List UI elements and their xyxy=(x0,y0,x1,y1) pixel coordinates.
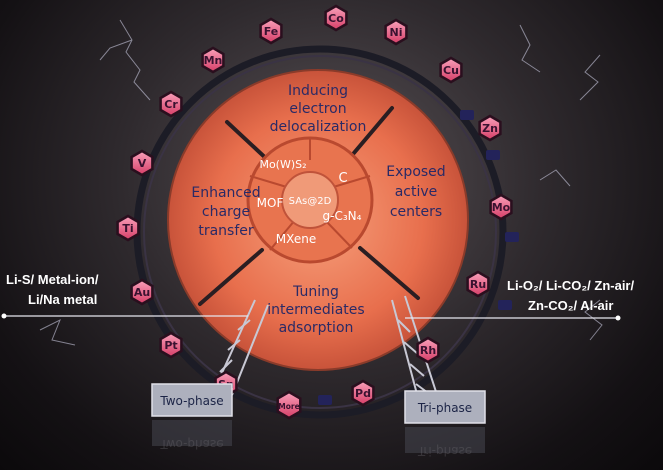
element-label: Pd xyxy=(355,387,371,400)
svg-text:Two-phase: Two-phase xyxy=(159,437,223,451)
element-hex-cu: Cu xyxy=(439,56,463,84)
svg-text:transfer: transfer xyxy=(198,223,254,239)
svg-text:intermediates: intermediates xyxy=(267,302,364,318)
element-label: Mo xyxy=(492,201,511,214)
element-label: V xyxy=(138,157,147,170)
element-hex-v: V xyxy=(130,149,154,177)
svg-text:Exposed: Exposed xyxy=(386,164,445,180)
element-hex-ti: Ti xyxy=(116,214,140,242)
element-hex-fe: Fe xyxy=(259,17,283,45)
hexagon-shape xyxy=(416,336,440,364)
element-hex-mo: Mo xyxy=(489,193,513,221)
element-hex-more: More xyxy=(276,390,302,420)
left-annotation: Li-S/ Metal-ion/ Li/Na metal xyxy=(1,272,248,319)
element-label: Co xyxy=(328,12,344,25)
element-label: Cu xyxy=(443,64,459,77)
inner-label-gc3n4: g-C₃N₄ xyxy=(323,209,362,223)
svg-text:Zn-CO₂/ Al-air: Zn-CO₂/ Al-air xyxy=(528,298,613,313)
right-annotation: Li-O₂/ Li-CO₂/ Zn-air/ Zn-CO₂/ Al-air xyxy=(405,278,634,321)
svg-text:Inducing: Inducing xyxy=(288,83,348,99)
svg-text:Tuning: Tuning xyxy=(292,284,339,300)
outer-ring-inner xyxy=(143,55,497,409)
center-circle xyxy=(281,171,339,229)
svg-text:Two-phase: Two-phase xyxy=(159,394,223,408)
inner-label-mxene: MXene xyxy=(276,232,316,246)
svg-text:delocalization: delocalization xyxy=(270,119,367,135)
element-hex-zn: Zn xyxy=(478,114,502,142)
element-label: Fe xyxy=(264,25,279,38)
element-label: Zn xyxy=(482,122,498,135)
element-hex-rh: Rh xyxy=(416,336,440,364)
hexagon-shape xyxy=(466,270,490,298)
element-hex-pd: Pd xyxy=(351,379,375,407)
gondolas xyxy=(318,110,519,405)
element-label: Rh xyxy=(420,344,436,357)
svg-text:adsorption: adsorption xyxy=(279,320,354,336)
element-hex-co: Co xyxy=(324,4,348,32)
segment-left-text: Enhanced charge transfer xyxy=(191,185,260,239)
hexagon-shape xyxy=(130,278,154,306)
hexagon-shape xyxy=(276,390,302,420)
inner-label-mows2: Mo(W)S₂ xyxy=(259,158,306,171)
svg-text:Li-S/ Metal-ion/: Li-S/ Metal-ion/ xyxy=(6,272,99,287)
element-label: More xyxy=(278,402,299,411)
element-label: Ni xyxy=(390,26,403,39)
hexagon-shape xyxy=(201,46,225,74)
svg-text:charge: charge xyxy=(202,204,250,220)
element-hex-au: Au xyxy=(130,278,154,306)
center-label: SAs@2D xyxy=(289,196,332,207)
element-label: Cr xyxy=(164,98,178,111)
tri-phase-base: Tri-phase xyxy=(404,390,486,424)
element-hex-cr: Cr xyxy=(159,90,183,118)
inner-label-mof: MOF xyxy=(257,196,284,210)
element-hex-ru: Ru xyxy=(466,270,490,298)
hexagon-shape xyxy=(116,214,140,242)
two-phase-base: Two-phase xyxy=(151,383,233,417)
segment-bottom-text: Tuning intermediates adsorption xyxy=(267,284,364,336)
inner-ring-dividers xyxy=(249,138,371,251)
element-label: Au xyxy=(134,286,150,299)
svg-text:Tri-phase: Tri-phase xyxy=(417,401,472,415)
element-hex-pt: Pt xyxy=(159,331,183,359)
element-label: Mn xyxy=(204,54,223,67)
floor-reflection: Two-phase Tri-phase xyxy=(152,420,485,458)
element-label: Pt xyxy=(164,339,177,352)
svg-text:Enhanced: Enhanced xyxy=(191,185,260,201)
svg-text:Li/Na metal: Li/Na metal xyxy=(28,292,97,307)
element-hexagons: CoNiCuZnMoRuRhPdMoreSnPtAuTiVCrMnFe xyxy=(116,4,513,420)
element-label: Ru xyxy=(470,278,486,291)
hexagon-shape xyxy=(351,379,375,407)
hexagon-shape xyxy=(159,90,183,118)
hexagon-shape xyxy=(478,114,502,142)
svg-text:centers: centers xyxy=(390,204,442,220)
svg-text:active: active xyxy=(395,184,438,200)
segment-top-text: Inducing electron delocalization xyxy=(270,83,367,135)
hexagon-shape xyxy=(384,18,408,46)
hexagon-shape xyxy=(259,17,283,45)
hexagon-shape xyxy=(489,193,513,221)
segment-right-text: Exposed active centers xyxy=(386,164,445,220)
inner-label-c: C xyxy=(338,171,347,186)
element-hex-mn: Mn xyxy=(201,46,225,74)
svg-text:Tri-phase: Tri-phase xyxy=(417,444,472,458)
element-label: Ti xyxy=(122,222,133,235)
svg-text:Li-O₂/ Li-CO₂/ Zn-air/: Li-O₂/ Li-CO₂/ Zn-air/ xyxy=(507,278,634,293)
hexagon-shape xyxy=(324,4,348,32)
hexagon-shape xyxy=(159,331,183,359)
element-hex-ni: Ni xyxy=(384,18,408,46)
svg-text:electron: electron xyxy=(289,101,346,117)
hexagon-shape xyxy=(130,149,154,177)
hexagon-shape xyxy=(439,56,463,84)
